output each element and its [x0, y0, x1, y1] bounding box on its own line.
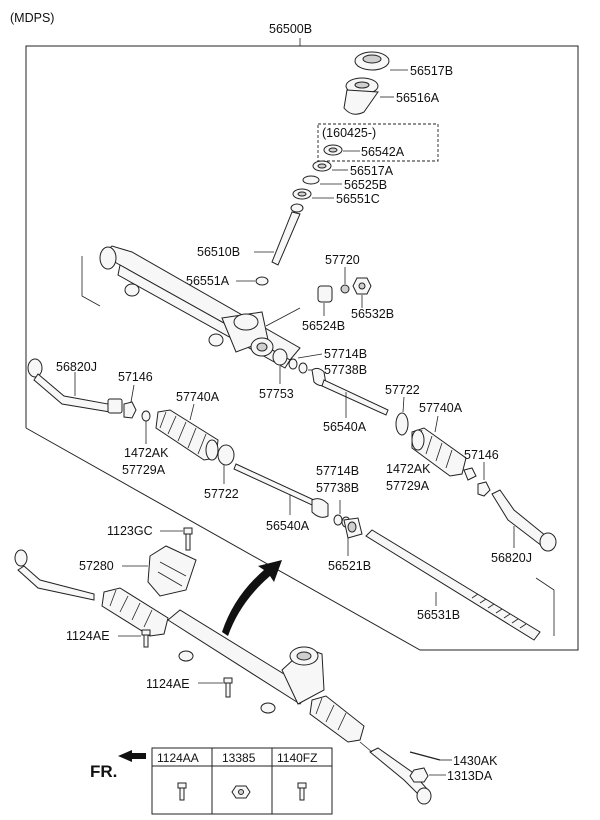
callout-57738B-upper[interactable]: 57738B: [324, 363, 367, 377]
fastener-1124AA-bolt-icon: [177, 782, 187, 801]
part-57720-plug[interactable]: [340, 284, 350, 294]
callout-56820J-right[interactable]: 56820J: [491, 551, 532, 565]
part-1430AK-cotter-pin[interactable]: [409, 751, 441, 761]
part-56521B-bushing[interactable]: [343, 517, 363, 539]
callout-57720[interactable]: 57720: [325, 253, 360, 267]
part-57753-clamp[interactable]: [272, 348, 288, 366]
callout-57722-right[interactable]: 57722: [385, 383, 420, 397]
part-57722-clamp-left[interactable]: [217, 444, 235, 466]
callout-1124AE-upper[interactable]: 1124AE: [66, 629, 110, 643]
callout-1123GC[interactable]: 1123GC: [107, 524, 153, 538]
callout-56542A[interactable]: 56542A: [361, 145, 405, 159]
part-56540A-inner-tie-rod-upper[interactable]: [311, 367, 389, 416]
variant-label: (MDPS): [10, 11, 54, 25]
assembly-direction-arrow: [222, 560, 282, 636]
callout-1472AK-left[interactable]: 1472AK: [124, 446, 169, 460]
front-direction-label: FR.: [90, 762, 117, 781]
part-56531B-rack-bar[interactable]: [365, 529, 541, 641]
part-56525B-ring[interactable]: [302, 175, 320, 185]
installed-boot-left: [101, 587, 169, 637]
callout-56551C[interactable]: 56551C: [336, 192, 380, 206]
part-57146-nut-right[interactable]: [477, 481, 491, 497]
part-57738B-washer-upper[interactable]: [298, 362, 308, 374]
table-header-1124AA[interactable]: 1124AA: [157, 751, 199, 765]
installed-boot-right: [309, 695, 365, 743]
callout-57146-left[interactable]: 57146: [118, 370, 153, 384]
callout-56820J-left[interactable]: 56820J: [56, 360, 97, 374]
part-57280-bracket[interactable]: [147, 545, 197, 597]
part-56517B-cap[interactable]: [354, 51, 390, 71]
table-header-1140FZ[interactable]: 1140FZ: [277, 751, 317, 765]
installed-tie-rod-end-left: [14, 549, 95, 601]
callout-56540A-upper[interactable]: 56540A: [323, 420, 367, 434]
part-56524B-yoke[interactable]: [317, 285, 333, 303]
part-1124AE-bolt-lower[interactable]: [223, 677, 233, 698]
callout-56516A[interactable]: 56516A: [396, 91, 440, 105]
part-56820J-tie-rod-end-left[interactable]: [27, 358, 123, 414]
table-header-13385[interactable]: 13385: [222, 751, 256, 765]
fastener-table: 1124AA 13385 1140FZ: [151, 747, 333, 815]
callout-57729A-left[interactable]: 57729A: [122, 463, 166, 477]
date-effective-label: (160425-): [322, 126, 376, 140]
part-57740A-boot-left[interactable]: [155, 409, 219, 461]
installed-rack-housing: [167, 609, 325, 714]
part-56820J-tie-rod-end-right[interactable]: [491, 489, 557, 552]
part-rack-housing-upper[interactable]: [99, 245, 301, 369]
callout-56531B[interactable]: 56531B: [417, 608, 460, 622]
callout-1124AE-lower[interactable]: 1124AE: [146, 677, 190, 691]
callout-57722-left[interactable]: 57722: [204, 487, 239, 501]
part-56532B-nut[interactable]: [352, 277, 372, 295]
part-1123GC-bolt[interactable]: [183, 527, 193, 551]
fastener-1140FZ-bolt-icon: [297, 782, 307, 801]
callout-1313DA[interactable]: 1313DA: [447, 769, 493, 783]
callout-57740A-right[interactable]: 57740A: [419, 401, 463, 415]
part-56540A-inner-tie-rod-lower[interactable]: [233, 463, 329, 518]
callout-56517B[interactable]: 56517B: [410, 64, 453, 78]
callout-1472AK-right[interactable]: 1472AK: [386, 462, 431, 476]
part-56551A-bearing[interactable]: [255, 276, 269, 286]
installed-tie-rod-end-right: [369, 747, 432, 805]
callout-56532B[interactable]: 56532B: [351, 307, 394, 321]
callout-57729A-right[interactable]: 57729A: [386, 479, 430, 493]
assembly-frame: [25, 45, 579, 651]
callout-56525B[interactable]: 56525B: [344, 178, 387, 192]
callout-57738B-lower[interactable]: 57738B: [316, 481, 359, 495]
part-57714B-ring-upper[interactable]: [288, 358, 298, 370]
fastener-13385-nut-icon: [231, 785, 251, 799]
callout-1430AK[interactable]: 1430AK: [453, 754, 498, 768]
part-57722-clamp-right[interactable]: [395, 412, 409, 436]
part-56510B-pinion-shaft[interactable]: [271, 203, 304, 266]
part-1313DA-castle-nut[interactable]: [409, 767, 429, 783]
part-1472AK-clip-right[interactable]: [463, 467, 477, 481]
part-56517A-nut[interactable]: [312, 160, 332, 172]
part-1124AE-bolt-upper[interactable]: [141, 629, 151, 648]
part-56542A-seal[interactable]: [323, 144, 343, 156]
part-57714B-ring-lower[interactable]: [333, 514, 343, 526]
part-57146-nut-left[interactable]: [123, 401, 137, 419]
callout-57280[interactable]: 57280: [79, 559, 114, 573]
callout-57714B-lower[interactable]: 57714B: [316, 464, 359, 478]
callout-56521B[interactable]: 56521B: [328, 559, 371, 573]
callout-57714B-upper[interactable]: 57714B: [324, 347, 367, 361]
assembly-label-56500B[interactable]: 56500B: [269, 22, 312, 36]
callout-57740A-left[interactable]: 57740A: [176, 390, 220, 404]
callout-56510B[interactable]: 56510B: [197, 245, 240, 259]
callout-56524B[interactable]: 56524B: [302, 319, 345, 333]
part-56516A-boot[interactable]: [343, 77, 379, 115]
callout-56540A-lower[interactable]: 56540A: [266, 519, 310, 533]
callout-56551A[interactable]: 56551A: [186, 274, 230, 288]
part-56551C-bearing[interactable]: [292, 188, 312, 200]
callout-57753[interactable]: 57753: [259, 387, 294, 401]
callout-57146-right[interactable]: 57146: [464, 448, 499, 462]
part-57740A-boot-right[interactable]: [411, 427, 467, 477]
date-effective-box: [317, 123, 439, 162]
part-1472AK-clip-left[interactable]: [141, 410, 151, 422]
callout-56517A[interactable]: 56517A: [350, 164, 394, 178]
front-direction-arrow: [118, 750, 146, 762]
